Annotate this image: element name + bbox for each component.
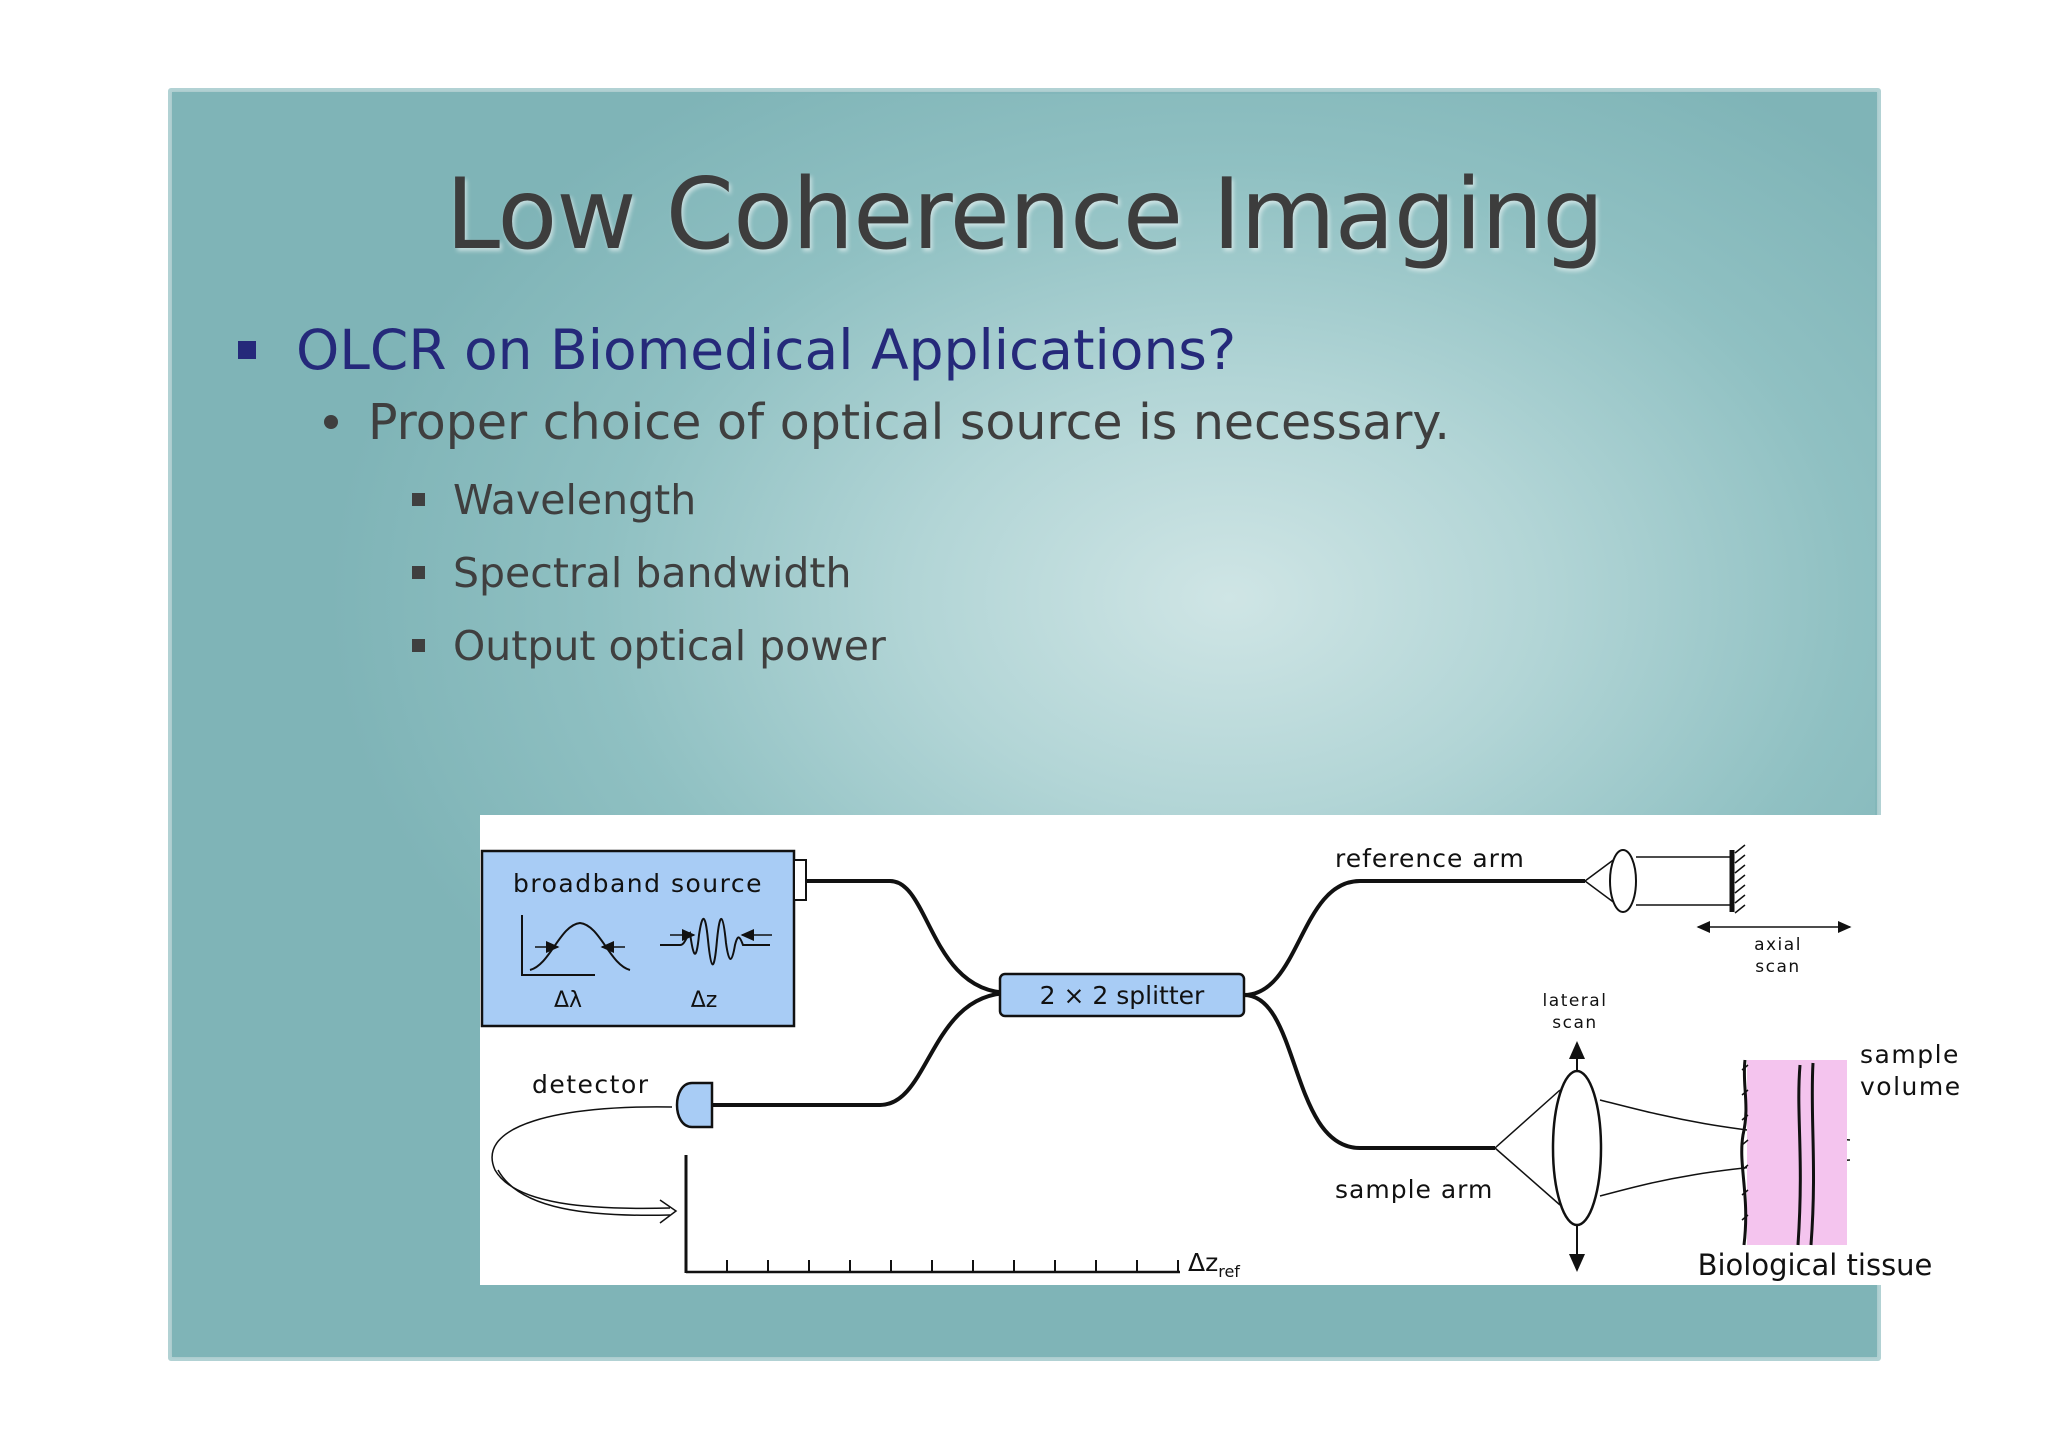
reference-lens-icon (1609, 849, 1637, 913)
sample-fiber (1243, 993, 1495, 1150)
detector-label: detector (532, 1070, 650, 1099)
delta-z-ref-axes (684, 1155, 1180, 1274)
source-fiber (806, 879, 1011, 995)
splitter-label: 2 × 2 splitter (1040, 981, 1205, 1010)
biological-tissue-label: Biological tissue (1698, 1248, 1933, 1282)
wave-packet-icon (660, 917, 772, 966)
slide-background: Low Coherence Imaging OLCR on Biomedical… (168, 88, 1972, 1361)
bullet-level3-text: Output optical power (453, 622, 886, 670)
signal-curve-arrow (491, 1106, 673, 1210)
square-bullet-icon (412, 566, 425, 579)
lateral-scan-label-line1: lateral (1543, 991, 1608, 1011)
bullet-level3-text: Wavelength (453, 476, 697, 524)
reference-optics (1584, 844, 1852, 933)
detector-fiber (712, 991, 1011, 1107)
sample-volume-label-line2: volume (1860, 1072, 1962, 1101)
bullet-level3: Spectral bandwidth (412, 549, 851, 597)
square-bullet-icon (238, 341, 256, 359)
diagram-svg: broadband source Δλ Δz 2 × 2 splitter (480, 844, 1962, 1282)
delta-z-ref-label: Δzref (1188, 1248, 1240, 1281)
bullet-level1: OLCR on Biomedical Applications? (238, 318, 1236, 382)
bullet-level2-text: Proper choice of optical source is neces… (368, 394, 1450, 451)
broadband-source-label: broadband source (513, 869, 763, 898)
sample-volume-label-line1: sample (1860, 1040, 1960, 1069)
bullet-level3: Output optical power (412, 622, 886, 670)
square-bullet-icon (412, 493, 425, 506)
axial-scan-label-line2: scan (1755, 957, 1800, 977)
reference-fiber (1243, 879, 1585, 997)
spectrum-plot-icon (521, 915, 631, 976)
slide-title: Low Coherence Imaging (445, 158, 1605, 272)
square-bullet-icon (412, 639, 425, 652)
sample-lens-icon (1551, 1069, 1603, 1227)
sample-arm-label: sample arm (1335, 1175, 1493, 1204)
bullet-level3-text: Spectral bandwidth (453, 549, 852, 597)
olcr-setup-diagram: broadband source Δλ Δz 2 × 2 splitter (480, 815, 1972, 1285)
round-bullet-icon (324, 415, 338, 429)
source-output-port (793, 859, 807, 901)
delta-z-label: Δz (691, 988, 718, 1013)
bullet-level2: Proper choice of optical source is neces… (324, 394, 1450, 451)
reference-arm-label: reference arm (1335, 844, 1525, 873)
sample-optics (1494, 1041, 1851, 1272)
bullet-level1-text: OLCR on Biomedical Applications? (296, 318, 1237, 382)
detector-icon (675, 1081, 714, 1129)
bullet-level3: Wavelength (412, 476, 696, 524)
delta-lambda-label: Δλ (554, 988, 582, 1013)
signal-arrowhead-icon (659, 1199, 678, 1224)
lateral-scan-label-line2: scan (1552, 1013, 1597, 1033)
axial-scan-label-line1: axial (1754, 935, 1802, 955)
biological-tissue-sample (1740, 1059, 1847, 1246)
